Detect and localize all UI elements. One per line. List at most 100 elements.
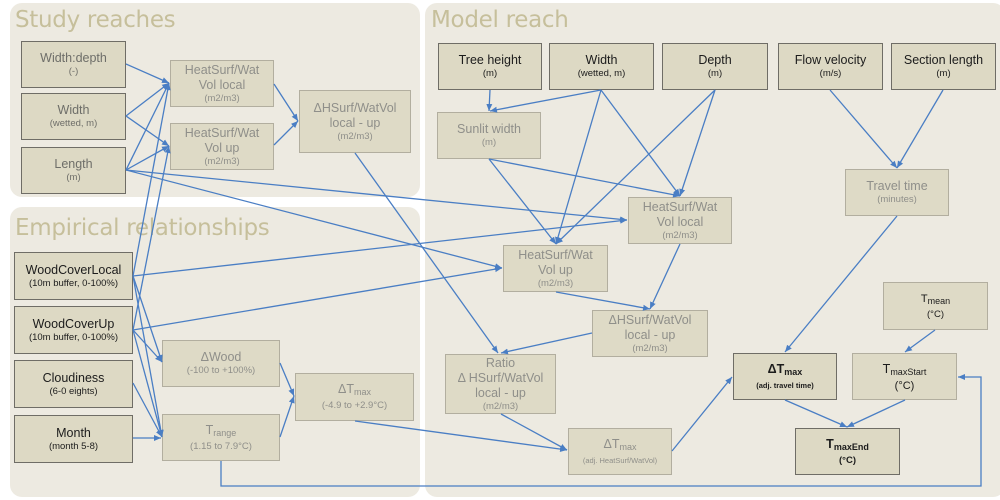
node-title-main: T — [920, 292, 928, 305]
node-subtitle: (m) — [66, 172, 81, 183]
node-depth[interactable]: Depth (m) — [662, 43, 768, 90]
node-subtitle: (wetted, m) — [577, 68, 626, 79]
node-title-main: ΔT — [767, 361, 785, 376]
node-subtitle: (-100 to +100%) — [186, 365, 256, 376]
node-sr-delta-hsurf[interactable]: ΔHSurf/WatVol local - up (m2/m3) — [299, 90, 411, 153]
node-subtitle: (°C) — [894, 379, 915, 392]
node-line1: ΔHSurf/WatVol — [313, 100, 397, 115]
panel-title-empirical: Empirical relationships — [15, 215, 270, 241]
node-mr-width[interactable]: Width (wetted, m) — [549, 43, 654, 90]
node-subtitle: (wetted, m) — [49, 118, 98, 129]
node-t-max-end[interactable]: TmaxEnd (°C) — [795, 428, 900, 475]
node-sunlit-width[interactable]: Sunlit width (m) — [437, 112, 541, 159]
node-delta-tmax-heatsurf[interactable]: ΔTmax (adj. HeatSurf/WatVol) — [568, 428, 672, 475]
node-line1: Ratio — [485, 355, 516, 370]
node-ratio[interactable]: Ratio Δ HSurf/WatVol local - up (m2/m3) — [445, 354, 556, 414]
node-subtitle: (m2/m3) — [204, 155, 240, 167]
node-title: Trange — [206, 423, 237, 441]
node-t-mean[interactable]: Tmean (°C) — [883, 282, 988, 330]
node-title: Travel time — [866, 179, 928, 193]
node-title: TmaxStart — [883, 362, 927, 380]
node-sr-heatsurf-local[interactable]: HeatSurf/Wat Vol local (m2/m3) — [170, 60, 274, 107]
node-title: Cloudiness — [42, 370, 105, 385]
node-sr-width[interactable]: Width (wetted, m) — [21, 93, 126, 140]
node-sr-width-depth[interactable]: Width:depth (-) — [21, 41, 126, 88]
node-delta-tmax-travel[interactable]: ΔTmax (adj. travel time) — [733, 353, 837, 400]
node-title: WoodCoverLocal — [25, 262, 122, 277]
node-mr-delta-hsurf[interactable]: ΔHSurf/WatVol local - up (m2/m3) — [592, 310, 708, 357]
node-title-main: T — [205, 422, 214, 437]
node-title-main: T — [826, 436, 834, 451]
node-title: Width — [57, 103, 90, 117]
node-title: Sunlit width — [457, 122, 521, 136]
node-subtitle: (month 5-8) — [48, 440, 99, 452]
node-subtitle: (10m buffer, 0-100%) — [28, 331, 119, 343]
node-subtitle: (minutes) — [877, 194, 917, 205]
node-title: Tree height — [458, 53, 522, 67]
node-line1: HeatSurf/Wat — [518, 247, 593, 262]
node-t-max-start[interactable]: TmaxStart (°C) — [852, 353, 957, 400]
node-title: ΔTmax — [603, 437, 636, 455]
node-line2: Vol up — [538, 262, 573, 277]
node-title: Tmean — [921, 292, 950, 309]
node-line2: Vol local — [656, 214, 704, 229]
node-line1: HeatSurf/Wat — [184, 125, 260, 140]
node-title-subscript: max — [353, 387, 371, 397]
node-cloudiness[interactable]: Cloudiness (6-0 eights) — [14, 360, 133, 408]
node-flow-velocity[interactable]: Flow velocity (m/s) — [778, 43, 883, 90]
node-subtitle: (6-0 eights) — [49, 385, 98, 397]
panel-title-study-reaches: Study reaches — [15, 7, 176, 33]
node-subtitle: (°C) — [927, 308, 944, 320]
node-title: ΔTmax — [768, 362, 803, 380]
node-mr-heatsurf-local[interactable]: HeatSurf/Wat Vol local (m2/m3) — [628, 197, 732, 244]
node-travel-time[interactable]: Travel time (minutes) — [845, 169, 949, 216]
node-title: Flow velocity — [794, 53, 867, 67]
node-t-range[interactable]: Trange (1.15 to 7.9°C) — [162, 414, 280, 461]
node-title: Width — [585, 53, 618, 67]
node-subtitle: (m2/m3) — [632, 342, 668, 354]
node-title: Length — [54, 157, 93, 171]
node-line2: local - up — [329, 115, 381, 130]
node-title: ΔWood — [200, 350, 242, 364]
node-title: Section length — [903, 53, 984, 67]
node-subtitle: (m) — [481, 137, 497, 148]
node-subtitle: (-4.9 to +2.9°C) — [321, 400, 388, 411]
node-subtitle: (adj. HeatSurf/WatVol) — [582, 455, 658, 465]
node-title-subscript: max — [784, 366, 803, 377]
node-wood-cover-local[interactable]: WoodCoverLocal (10m buffer, 0-100%) — [14, 252, 133, 300]
node-line2: local - up — [624, 327, 676, 342]
node-title-subscript: max — [619, 441, 637, 452]
node-sr-length[interactable]: Length (m) — [21, 147, 126, 194]
node-line2: Vol local — [198, 77, 246, 92]
node-line2: Δ HSurf/WatVol — [457, 370, 544, 385]
panel-title-model-reach: Model reach — [431, 7, 569, 33]
node-title-subscript: maxEnd — [833, 441, 869, 452]
node-subtitle: (adj. travel time) — [756, 380, 814, 390]
node-section-length[interactable]: Section length (m) — [891, 43, 996, 90]
node-subtitle: (m) — [482, 68, 498, 79]
node-line1: HeatSurf/Wat — [184, 62, 260, 77]
node-wood-cover-up[interactable]: WoodCoverUp (10m buffer, 0-100%) — [14, 306, 133, 354]
node-subtitle: (-) — [68, 66, 79, 77]
node-subtitle: (1.15 to 7.9°C) — [190, 440, 252, 452]
node-subtitle: (m/s) — [819, 68, 842, 79]
node-subtitle: (m2/m3) — [537, 277, 574, 289]
node-delta-wood[interactable]: ΔWood (-100 to +100%) — [162, 340, 280, 387]
node-title: WoodCoverUp — [32, 316, 115, 331]
node-subtitle: (m2/m3) — [482, 400, 519, 412]
node-title-subscript: mean — [927, 295, 951, 306]
node-title: Month — [56, 425, 91, 440]
node-mr-heatsurf-up[interactable]: HeatSurf/Wat Vol up (m2/m3) — [503, 245, 608, 292]
node-title-main: ΔT — [337, 382, 354, 396]
node-title-subscript: maxStart — [890, 366, 927, 377]
node-title: Depth — [698, 53, 732, 67]
node-subtitle: (°C) — [839, 454, 856, 466]
node-title: Width:depth — [40, 51, 107, 65]
node-subtitle: (m2/m3) — [204, 92, 240, 104]
node-tree-height[interactable]: Tree height (m) — [438, 43, 542, 90]
node-title: TmaxEnd — [826, 437, 869, 455]
node-sr-heatsurf-up[interactable]: HeatSurf/Wat Vol up (m2/m3) — [170, 123, 274, 170]
node-delta-tmax-empirical[interactable]: ΔTmax (-4.9 to +2.9°C) — [295, 373, 414, 421]
node-month[interactable]: Month (month 5-8) — [14, 415, 133, 463]
node-subtitle: (10m buffer, 0-100%) — [28, 277, 119, 289]
